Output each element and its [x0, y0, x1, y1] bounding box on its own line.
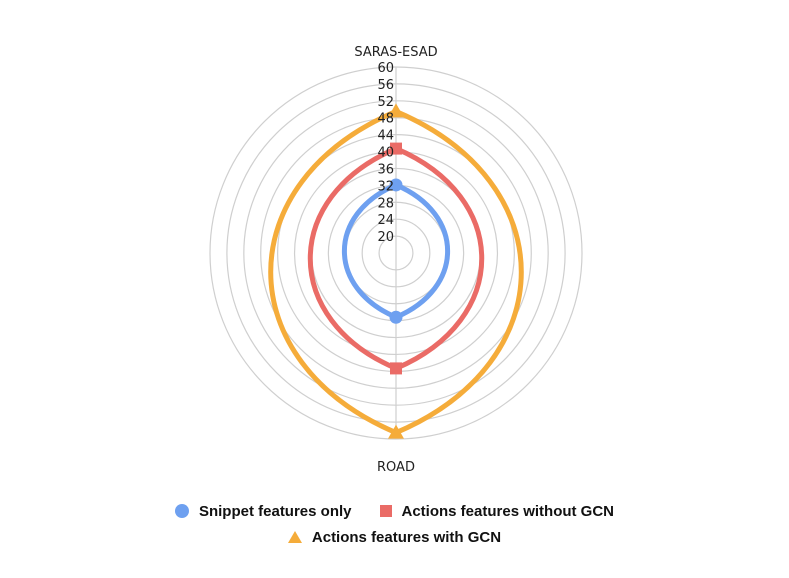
data-point-s2-saras-esad — [388, 103, 404, 118]
legend-row-2: Actions features with GCN — [0, 524, 789, 550]
legend-marker-circle — [174, 504, 189, 518]
tick-label: 60 — [377, 61, 394, 76]
tick-label: 48 — [377, 112, 394, 127]
tick-label: 52 — [377, 95, 394, 110]
tick-label: 44 — [377, 129, 394, 144]
data-point-s2-road — [388, 424, 404, 439]
tick-label: 32 — [377, 179, 394, 194]
legend: Snippet features only Actions features w… — [0, 498, 789, 550]
legend-row-1: Snippet features only Actions features w… — [0, 498, 789, 524]
data-point-s1-saras-esad — [390, 142, 402, 155]
legend-item-actions-without-gcn[interactable]: Actions features without GCN — [379, 502, 615, 520]
tick-label: 56 — [377, 78, 394, 93]
tick-label: 24 — [377, 213, 394, 228]
data-point-s0-road — [389, 310, 403, 324]
legend-label-actions-without-gcn: Actions features without GCN — [401, 502, 615, 520]
legend-label-actions-with-gcn: Actions features with GCN — [311, 528, 502, 546]
tick-label: 40 — [377, 146, 394, 161]
data-point-s0-saras-esad — [389, 178, 403, 192]
data-point-s1-road — [390, 362, 402, 375]
tick-label: 20 — [377, 230, 394, 245]
legend-marker-square — [379, 505, 392, 517]
legend-item-actions-with-gcn[interactable]: Actions features with GCN — [287, 528, 502, 546]
legend-marker-triangle — [287, 531, 302, 543]
axis-label-bottom: ROAD — [377, 460, 415, 475]
tick-label: 28 — [377, 196, 394, 211]
legend-label-snippet: Snippet features only — [198, 502, 352, 520]
axis-label-top: SARAS-ESAD — [354, 45, 437, 60]
tick-label: 36 — [377, 162, 394, 177]
legend-item-snippet[interactable]: Snippet features only — [174, 502, 352, 520]
